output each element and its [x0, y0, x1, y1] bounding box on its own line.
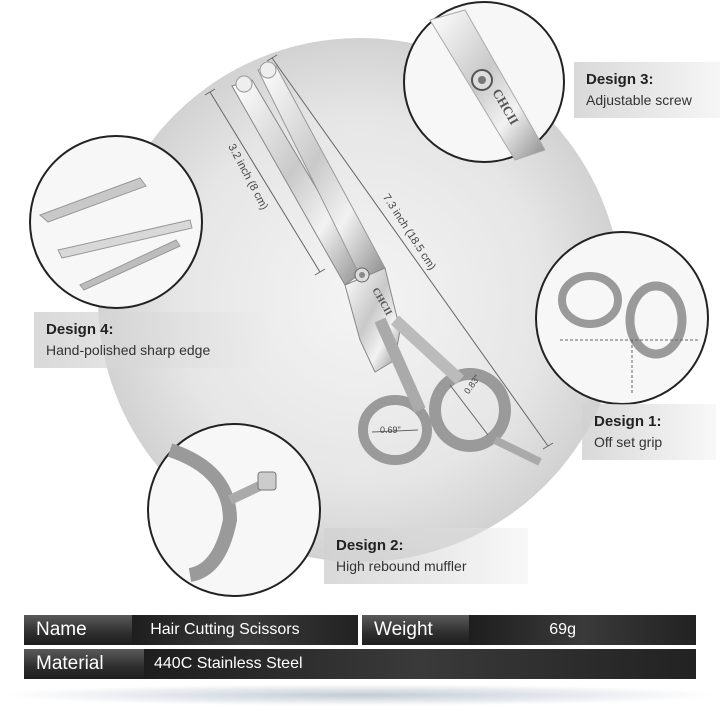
callout-subtitle: Off set grip — [594, 434, 663, 450]
detail-circle-screw — [403, 1, 565, 163]
callout-title: Design 2: — [336, 537, 404, 554]
callout-subtitle: High rebound muffler — [336, 558, 467, 574]
detail-circle-edge — [29, 135, 203, 309]
spec-value-weight: 69g — [469, 615, 696, 645]
callout-design-2: Design 2: High rebound muffler — [324, 528, 528, 584]
spec-row-material: Material 440C Stainless Steel — [24, 649, 696, 679]
scissors — [231, 61, 542, 466]
callout-title: Design 1: — [594, 413, 662, 430]
spec-row-weight: Weight 69g — [362, 615, 696, 645]
detail-circle-grip — [535, 231, 709, 405]
callout-title: Design 3: — [586, 71, 654, 88]
callout-design-4: Design 4: Hand-polished sharp edge — [34, 312, 268, 368]
spec-value-name: Hair Cutting Scissors — [132, 615, 358, 645]
spec-key-name: Name — [24, 615, 133, 645]
spec-key-material: Material — [24, 649, 144, 679]
callout-design-1: Design 1: Off set grip — [582, 404, 716, 460]
callout-subtitle: Hand-polished sharp edge — [46, 342, 211, 358]
spec-key-weight: Weight — [362, 615, 470, 645]
spec-row-name: Name Hair Cutting Scissors — [24, 615, 358, 645]
callout-design-3: Design 3: Adjustable screw — [574, 62, 720, 118]
ring-small-label: 0.69" — [380, 425, 401, 435]
dimension-lines — [204, 54, 554, 450]
detail-circle-muffler — [147, 423, 321, 597]
bottom-shadow — [0, 684, 720, 706]
callout-subtitle: Adjustable screw — [586, 92, 692, 108]
callout-title: Design 4: — [46, 321, 114, 338]
spec-value-material: 440C Stainless Steel — [144, 649, 696, 679]
